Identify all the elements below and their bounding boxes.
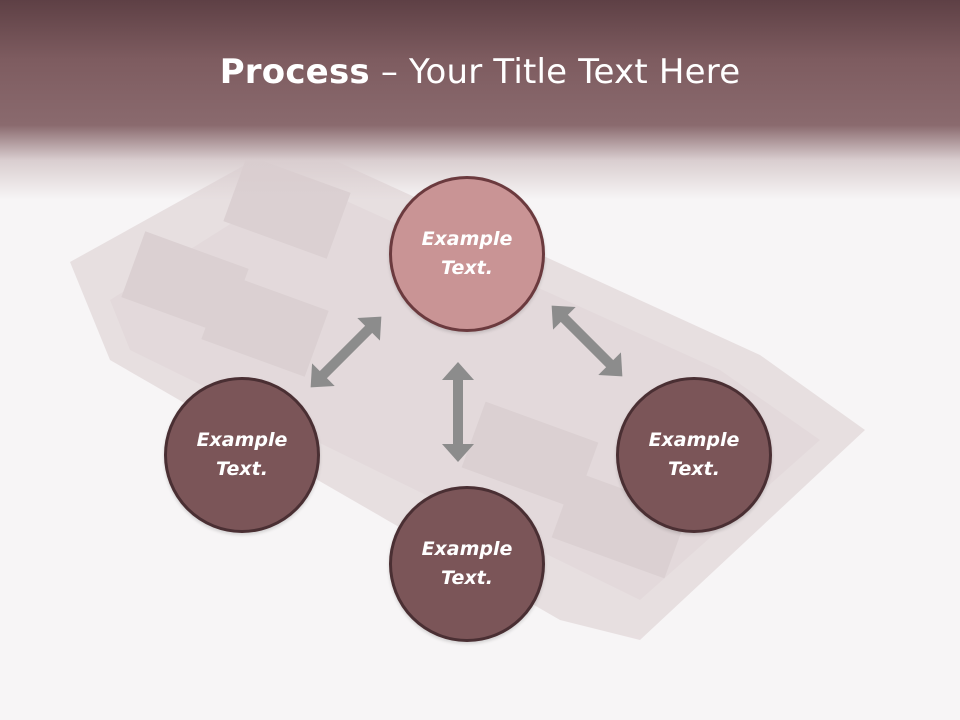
circle-top-text: Example Text. [421, 228, 513, 279]
title-rest: – Your Title Text Here [369, 52, 741, 92]
circle-bottom: Example Text. [389, 486, 545, 642]
circle-left: Example Text. [164, 377, 320, 533]
circle-bottom-text: Example Text. [421, 538, 513, 589]
title-bar [0, 0, 960, 200]
slide-title: Process – Your Title Text Here [0, 52, 960, 92]
circle-left-text: Example Text. [196, 429, 288, 480]
circle-top: Example Text. [389, 176, 545, 332]
circle-right-text: Example Text. [648, 429, 740, 480]
circle-right: Example Text. [616, 377, 772, 533]
title-bold: Process [219, 52, 370, 92]
